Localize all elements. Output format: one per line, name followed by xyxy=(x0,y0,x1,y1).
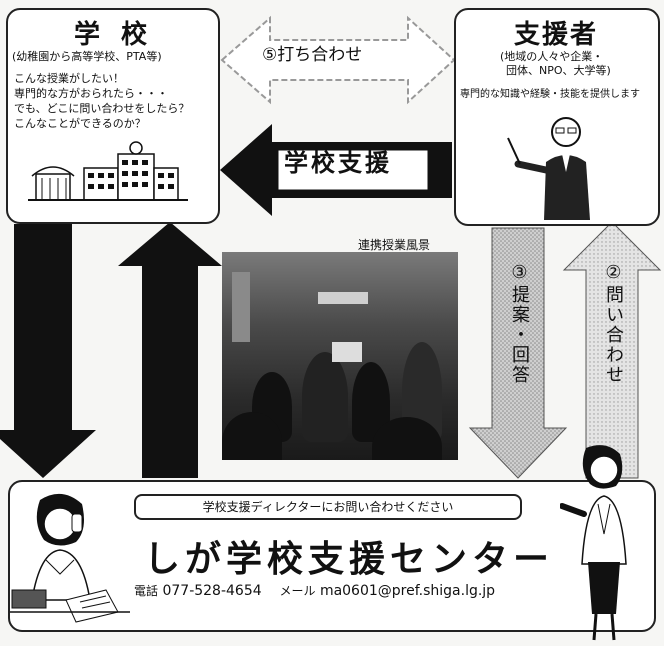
inquiry-label: ②問い合わせ xyxy=(603,262,624,385)
meeting-label: ⑤打ち合わせ xyxy=(262,45,363,65)
center-name: しが学校支援センター xyxy=(144,539,555,580)
school-building-icon xyxy=(28,141,188,201)
supporter-subtitle-1: (地域の人々や企業・ xyxy=(500,50,604,63)
photo-light xyxy=(318,292,368,304)
school-support-label: 学校支援 xyxy=(284,149,392,177)
photo-poster xyxy=(332,342,362,362)
school-subtitle: (幼稚園から高等学校、PTA等) xyxy=(12,50,162,63)
school-line-2: 専門的な方がおられたら・・・ xyxy=(14,87,168,100)
photo-person xyxy=(372,417,442,460)
up-arrow-school xyxy=(118,222,222,478)
school-title: 学 校 xyxy=(74,20,154,50)
guide-woman-icon xyxy=(560,445,627,641)
proposal-label: ③提案・回答 xyxy=(509,262,530,385)
photo-caption: 連携授業風景 xyxy=(358,238,431,252)
phone-label: 電話 xyxy=(134,584,159,598)
supporter-description: 専門的な知識や経験・技能を提供します xyxy=(460,89,640,100)
lecturer-icon xyxy=(507,117,590,220)
supporter-subtitle-2: 団体、NPO、大学等) xyxy=(506,64,611,77)
supporter-title: 支援者 xyxy=(514,20,599,50)
classroom-photo xyxy=(222,252,458,460)
school-line-4: こんなことができるのか？ xyxy=(14,117,146,130)
phone-number: 077-528-4654 xyxy=(162,583,262,599)
operator-woman-icon xyxy=(10,493,130,623)
photo-window xyxy=(232,272,250,342)
photo-person xyxy=(222,412,282,460)
email-address: ma0601@pref.shiga.lg.jp xyxy=(319,583,496,599)
down-arrow-left xyxy=(0,224,96,478)
school-line-3: でも、どこに問い合わせをしたら？ xyxy=(14,102,190,115)
inquiry-message: 学校支援ディレクターにお問い合わせください xyxy=(134,494,522,520)
mail-label: メール xyxy=(279,584,316,598)
proposal-arrow xyxy=(468,227,568,479)
school-box: 学 校 (幼稚園から高等学校、PTA等) こんな授業がしたい！ 専門的な方がおら… xyxy=(6,8,220,224)
school-line-1: こんな授業がしたい！ xyxy=(14,72,124,85)
inquiry-arrow xyxy=(562,221,662,479)
supporter-box: 支援者 (地域の人々や企業・ 団体、NPO、大学等) 専門的な知識や経験・技能を… xyxy=(454,8,660,226)
contact-line: 電話 077-528-4654 メール ma0601@pref.shiga.lg… xyxy=(134,582,495,599)
school-support-label-bg xyxy=(277,149,429,191)
photo-person xyxy=(302,352,348,442)
